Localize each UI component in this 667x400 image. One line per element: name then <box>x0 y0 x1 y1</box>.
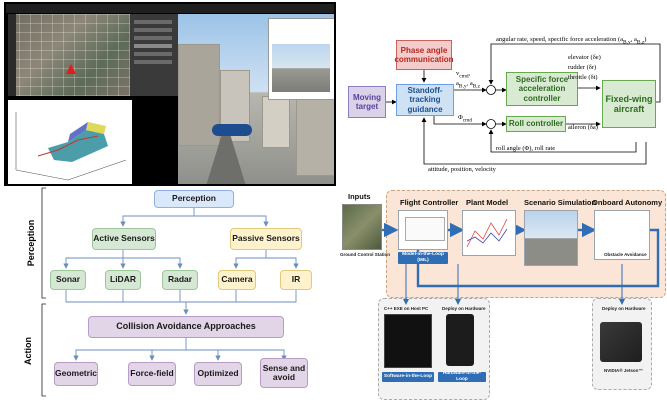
action-side-label: Action <box>23 337 33 365</box>
parameter-panel <box>130 14 178 96</box>
active-sensors-node: Active Sensors <box>92 228 156 250</box>
onboard-autonomy-label: Onboard Autonomy <box>592 198 663 207</box>
sim-window-titlebar <box>6 4 334 13</box>
scenario-stage <box>524 210 578 266</box>
plant-model-stage <box>462 210 516 256</box>
map-toolbar <box>8 14 16 96</box>
jetson-board-icon <box>600 322 642 362</box>
moving-target-box: Moving target <box>348 86 386 118</box>
command-signals-label: vcmd, aB,y, aB,z <box>456 70 481 90</box>
satellite-map-view <box>8 14 130 96</box>
aircraft-box: Fixed-wing aircraft <box>602 80 656 128</box>
cpp-exe-label: C++ EXE on Host PC <box>384 306 429 311</box>
deploy-hardware-label-2: Deploy on Hardware <box>602 306 646 311</box>
throttle-label: throttle (δt) <box>568 74 598 81</box>
roll-feedback-label: roll angle (Φ), roll rate <box>496 145 556 152</box>
taxonomy-diagram: Perception Action Perception Active Sens… <box>4 186 338 400</box>
plant-plot <box>466 218 508 248</box>
scenario-simulation-label: Scenario Simulation <box>524 198 597 207</box>
mil-badge: Model-in-the-Loop (MIL) <box>398 252 448 264</box>
geometric-node: Geometric <box>54 362 98 386</box>
attitude-feedback-label: attitude, position, velocity <box>428 166 496 173</box>
perception-node: Perception <box>154 190 234 208</box>
taxonomy-connectors <box>41 187 299 397</box>
phase-angle-box: Phase angle communication <box>394 40 454 70</box>
inputs-label: Inputs <box>348 192 371 201</box>
camera-node: Camera <box>218 270 256 290</box>
elevator-label: elevator (δe) <box>568 54 601 61</box>
obstacle-avoidance-label: Obstacle Avoidance <box>604 252 647 257</box>
gcs-label: Ground Control Station <box>340 252 390 257</box>
perception-side-label: Perception <box>26 219 36 267</box>
development-pipeline: Inputs Flight Controller Plant Model Sce… <box>338 190 666 400</box>
jetson-label: NVIDIA® Jetson™ <box>604 368 643 373</box>
flight-board <box>446 314 474 366</box>
pipeline-arrows <box>382 222 660 305</box>
passive-sensors-node: Passive Sensors <box>230 228 302 250</box>
force-field-node: Force-field <box>128 362 176 386</box>
roll-controller-box: Roll controller <box>506 116 566 132</box>
lidar-node: LiDAR <box>105 270 141 290</box>
trajectory-3d-plot <box>8 100 132 184</box>
top-feedback-label: angular rate, speed, specific force acce… <box>496 36 647 46</box>
rudder-label: rudder (δr) <box>568 64 597 71</box>
sense-and-avoid-node: Sense and avoid <box>260 358 308 388</box>
autonomy-stage <box>594 210 650 260</box>
drone-icon <box>212 124 252 136</box>
plant-model-label: Plant Model <box>466 198 509 207</box>
vehicle-marker-icon <box>66 64 76 74</box>
sonar-node: Sonar <box>50 270 86 290</box>
radar-node: Radar <box>162 270 198 290</box>
simulation-screenshot <box>4 2 336 186</box>
console-window <box>384 314 432 368</box>
sil-badge: Software-in-the-Loop <box>382 372 434 382</box>
hil-badge: Hardware-in-the-Loop <box>438 371 486 382</box>
flight-controller-label: Flight Controller <box>400 198 459 207</box>
ir-node: IR <box>280 270 312 290</box>
flight-controller-stage <box>398 210 448 250</box>
camera-feed <box>272 44 330 92</box>
optimized-node: Optimized <box>194 362 242 386</box>
phi-command-label: Φcmd <box>458 114 473 124</box>
collision-avoidance-node: Collision Avoidance Approaches <box>88 316 284 338</box>
sfac-box: Specific force acceleration controller <box>506 72 578 106</box>
ground-control-map <box>342 204 382 250</box>
control-block-diagram: Phase angle communication Moving target … <box>346 24 664 180</box>
deploy-hardware-label-1: Deploy on Hardware <box>442 306 486 311</box>
aileron-label: aileron (δa) <box>568 124 598 131</box>
standoff-guidance-box: Standoff-tracking guidance <box>396 84 454 116</box>
control-connectors <box>386 43 661 165</box>
